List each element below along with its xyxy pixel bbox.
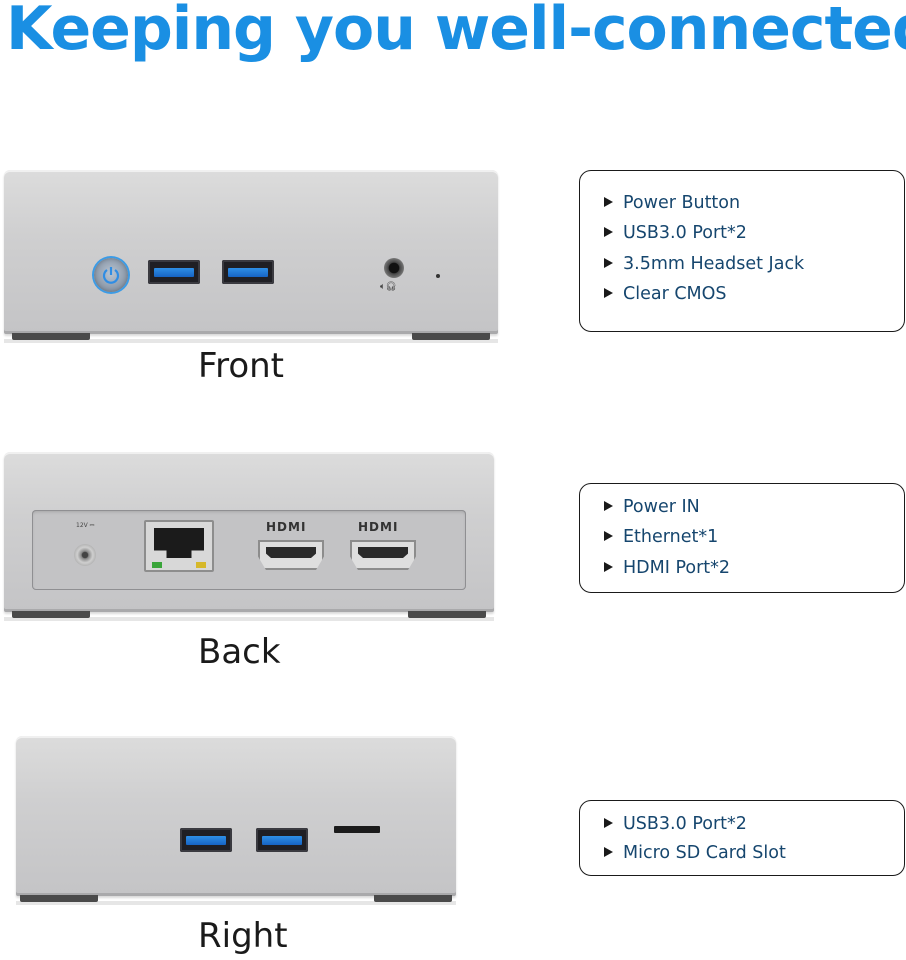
triangle-bullet-icon bbox=[604, 197, 613, 207]
micro-sd-slot-icon bbox=[334, 826, 380, 833]
feature-item: Clear CMOS bbox=[604, 284, 727, 304]
usb-port-icon bbox=[222, 260, 274, 284]
feature-box-front: Power Button USB3.0 Port*2 3.5mm Headset… bbox=[579, 170, 905, 332]
caption-back: Back bbox=[198, 632, 281, 672]
clear-cmos-hole bbox=[436, 274, 440, 278]
front-device-image: 🔈︎🎧︎ bbox=[4, 170, 498, 343]
triangle-bullet-icon bbox=[604, 258, 613, 268]
headline: Keeping you well-connected bbox=[6, 0, 906, 64]
hdmi-logo: HDMI bbox=[266, 520, 307, 534]
power-in-label: 12V ⎓ bbox=[76, 522, 95, 529]
triangle-bullet-icon bbox=[604, 227, 613, 237]
feature-item: Ethernet*1 bbox=[604, 527, 718, 547]
triangle-bullet-icon bbox=[604, 818, 613, 828]
right-device-image bbox=[16, 736, 456, 905]
power-in-jack-icon bbox=[74, 544, 96, 566]
feature-item: Power Button bbox=[604, 193, 740, 213]
feature-item: HDMI Port*2 bbox=[604, 558, 730, 578]
headset-icon: 🔈︎🎧︎ bbox=[380, 282, 397, 292]
feature-box-right: USB3.0 Port*2 Micro SD Card Slot bbox=[579, 800, 905, 876]
ethernet-port-icon bbox=[144, 520, 214, 572]
hdmi-logo: HDMI bbox=[358, 520, 399, 534]
feature-item: USB3.0 Port*2 bbox=[604, 223, 747, 243]
feature-box-back: Power IN Ethernet*1 HDMI Port*2 bbox=[579, 483, 905, 593]
power-button-icon bbox=[94, 258, 128, 292]
back-device-image: 12V ⎓ HDMI HDMI bbox=[4, 452, 494, 621]
caption-right: Right bbox=[198, 916, 288, 956]
hdmi-port-icon bbox=[350, 540, 416, 570]
feature-item: USB3.0 Port*2 bbox=[604, 814, 747, 834]
headset-jack-icon bbox=[384, 258, 404, 278]
feature-item: Micro SD Card Slot bbox=[604, 843, 786, 863]
rear-io-panel: 12V ⎓ HDMI HDMI bbox=[32, 510, 466, 590]
usb-port-icon bbox=[180, 828, 232, 852]
triangle-bullet-icon bbox=[604, 531, 613, 541]
triangle-bullet-icon bbox=[604, 847, 613, 857]
usb-port-icon bbox=[256, 828, 308, 852]
hdmi-port-icon bbox=[258, 540, 324, 570]
triangle-bullet-icon bbox=[604, 288, 613, 298]
triangle-bullet-icon bbox=[604, 562, 613, 572]
feature-item: Power IN bbox=[604, 497, 700, 517]
usb-port-icon bbox=[148, 260, 200, 284]
caption-front: Front bbox=[198, 346, 284, 386]
triangle-bullet-icon bbox=[604, 501, 613, 511]
feature-item: 3.5mm Headset Jack bbox=[604, 254, 804, 274]
